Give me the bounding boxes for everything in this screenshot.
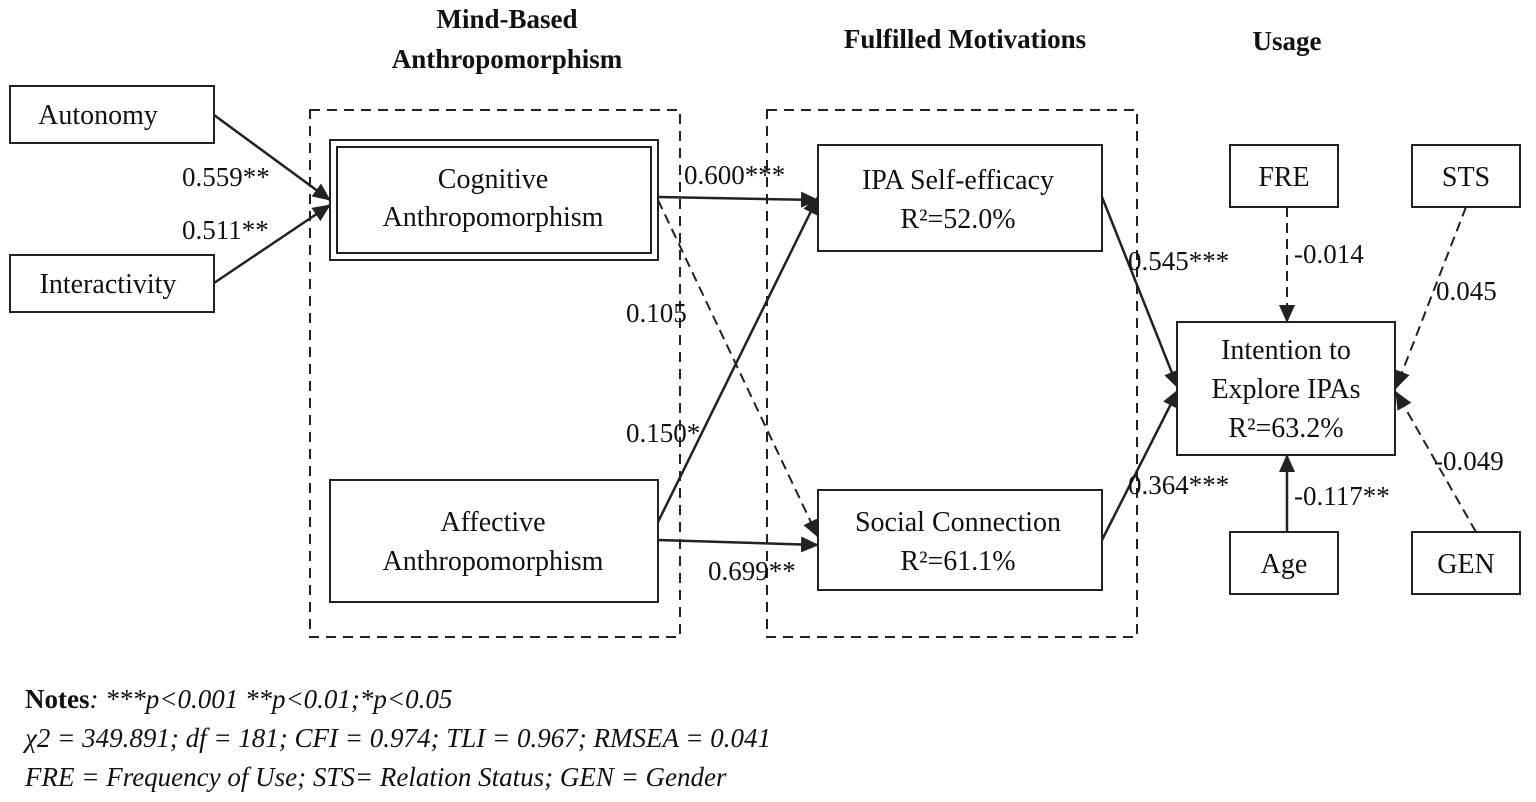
group-fulfilled-motivations — [766, 109, 1138, 638]
node-fre-box — [1229, 144, 1339, 208]
header-mind-based-line2: Anthropomorphism — [392, 44, 623, 74]
node-age-box — [1229, 531, 1339, 595]
header-fulfilled-motivations: Fulfilled Motivations — [844, 24, 1086, 54]
coef-sts-intention: 0.045 — [1436, 276, 1497, 306]
path-affective-to-self-efficacy — [656, 196, 820, 523]
node-sts-box — [1411, 144, 1521, 208]
node-fre-label: FRE — [1258, 162, 1309, 193]
coef-age-intention: -0.117** — [1294, 481, 1390, 511]
node-interactivity-label: Interactivity — [40, 269, 177, 300]
coef-social-intention: 0.364*** — [1128, 470, 1229, 500]
node-self-efficacy-r2: R²=52.0% — [900, 204, 1015, 235]
coef-interactivity-cognitive: 0.511** — [182, 215, 269, 245]
node-affective-label-line1: Affective — [440, 507, 545, 538]
node-self-efficacy-box — [817, 144, 1103, 252]
coef-autonomy-cognitive: 0.559** — [182, 162, 270, 192]
node-social-connection-label: Social Connection — [855, 507, 1061, 538]
notes-significance-line: Notes: ***p<0.001 **p<0.01;*p<0.05 — [25, 680, 771, 719]
path-cognitive-to-self-efficacy — [657, 191, 819, 208]
node-age-label: Age — [1261, 549, 1308, 580]
coef-fre-intention: -0.014 — [1294, 239, 1364, 269]
node-interactivity-box — [9, 254, 215, 313]
node-gen-box — [1411, 531, 1521, 595]
notes-abbreviations: FRE = Frequency of Use; STS= Relation St… — [25, 762, 727, 792]
node-cognitive-label-line1: Cognitive — [438, 164, 548, 195]
node-intention-label-line1: Intention to — [1221, 335, 1351, 366]
header-mind-based-line1: Mind-Based — [436, 4, 577, 34]
path-autonomy-to-cognitive — [213, 113, 331, 202]
node-affective-label-line2: Anthropomorphism — [383, 546, 604, 577]
path-sts-to-intention — [1394, 206, 1467, 389]
coef-cognitive-social: 0.105 — [626, 298, 687, 328]
notes-block: Notes: ***p<0.001 **p<0.01;*p<0.05 χ2 = … — [25, 680, 771, 797]
node-intention-label-line2: Explore IPAs — [1211, 374, 1360, 405]
notes-fit-indices: χ2 = 349.891; df = 181; CFI = 0.974; TLI… — [25, 723, 771, 753]
path-cognitive-to-social — [657, 199, 819, 538]
node-autonomy-box — [9, 85, 215, 144]
node-sts-label: STS — [1442, 162, 1490, 193]
coef-gen-intention: -0.049 — [1434, 446, 1504, 476]
coef-affective-self-efficacy: 0.150* — [626, 418, 700, 448]
path-interactivity-to-cognitive — [213, 203, 331, 285]
node-social-connection-box — [817, 489, 1103, 591]
header-usage: Usage — [1253, 26, 1322, 56]
path-gen-to-intention — [1395, 391, 1477, 533]
notes-significance-text: : ***p<0.001 **p<0.01;*p<0.05 — [89, 684, 453, 714]
node-cognitive-box — [336, 146, 652, 254]
node-autonomy-label: Autonomy — [38, 100, 158, 131]
path-affective-to-social — [657, 536, 819, 553]
node-self-efficacy-label: IPA Self-efficacy — [862, 165, 1054, 196]
notes-label: Notes — [25, 684, 90, 714]
node-cognitive-label-line2: Anthropomorphism — [383, 202, 604, 233]
coef-self-efficacy-intention: 0.545*** — [1128, 246, 1229, 276]
path-social-to-intention — [1100, 389, 1180, 541]
group-mind-based-anthropomorphism — [309, 109, 681, 638]
node-social-connection-r2: R²=61.1% — [900, 546, 1015, 577]
coef-affective-social: 0.699** — [708, 556, 796, 586]
path-self-efficacy-to-intention — [1100, 196, 1180, 389]
node-intention-box — [1176, 321, 1396, 456]
node-gen-label: GEN — [1437, 549, 1495, 580]
node-intention-r2: R²=63.2% — [1228, 413, 1343, 444]
node-affective-box — [329, 479, 659, 603]
coef-cognitive-self-efficacy: 0.600*** — [684, 160, 785, 190]
